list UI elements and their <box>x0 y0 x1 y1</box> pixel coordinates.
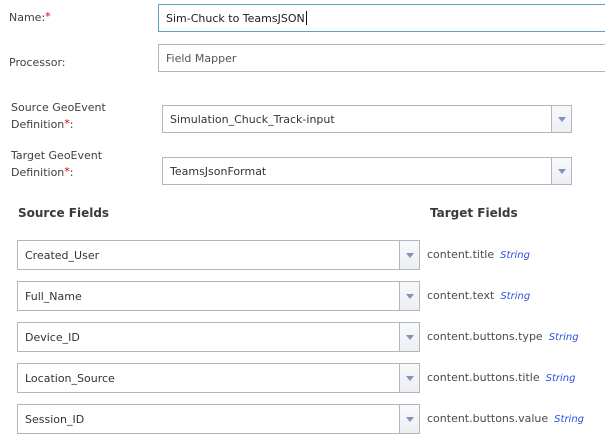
source-geoevent-definition-dropdown[interactable]: Simulation_Chuck_Track-input <box>162 105 572 133</box>
dropdown-value: Device_ID <box>25 330 80 344</box>
chevron-down-icon <box>405 293 414 299</box>
target-field-type: String <box>500 291 531 302</box>
chevron-down-icon <box>557 168 566 174</box>
target-field-type: String <box>554 414 585 425</box>
source-field-dropdown[interactable]: Device_ID <box>17 322 420 352</box>
target-field-label: content.buttons.type String <box>427 329 579 346</box>
chevron-down-icon <box>405 416 414 422</box>
source-geoevent-definition-label: Source GeoEvent Definition*: <box>11 99 106 133</box>
source-def-label-line2: Definition <box>11 118 65 131</box>
target-fields-header: Target Fields <box>430 206 518 220</box>
target-field-label: content.buttons.value String <box>427 411 584 428</box>
dropdown-arrow-button[interactable] <box>551 106 571 132</box>
dropdown-arrow-button[interactable] <box>399 364 419 392</box>
target-field-type: String <box>545 373 576 384</box>
chevron-down-icon <box>557 116 566 122</box>
target-field-name: content.title <box>427 248 495 261</box>
target-field-name: content.buttons.value <box>427 412 549 425</box>
target-geoevent-definition-dropdown[interactable]: TeamsJsonFormat <box>162 157 572 185</box>
dropdown-arrow-button[interactable] <box>399 241 419 269</box>
dropdown-value: Simulation_Chuck_Track-input <box>170 112 335 126</box>
chevron-down-icon <box>405 375 414 381</box>
processor-label-text: Processor: <box>9 56 66 69</box>
dropdown-arrow-button[interactable] <box>551 158 571 184</box>
processor-input-value: Field Mapper <box>166 51 237 65</box>
source-field-dropdown[interactable]: Location_Source <box>17 363 420 393</box>
required-asterisk: * <box>64 165 70 178</box>
target-field-type: String <box>548 332 579 343</box>
target-field-name: content.buttons.title <box>427 371 540 384</box>
dropdown-arrow-button[interactable] <box>399 323 419 351</box>
chevron-down-icon <box>405 334 414 340</box>
source-def-label-line1: Source GeoEvent <box>11 101 106 114</box>
text-caret <box>305 11 307 25</box>
target-geoevent-definition-label: Target GeoEvent Definition*: <box>11 147 102 181</box>
target-def-label-line2: Definition <box>11 166 65 179</box>
dropdown-value: Created_User <box>25 248 100 262</box>
source-field-dropdown[interactable]: Session_ID <box>17 404 420 434</box>
dropdown-value: Location_Source <box>25 371 115 385</box>
processor-input: Field Mapper <box>158 44 605 72</box>
target-field-name: content.text <box>427 289 495 302</box>
target-def-label-line1: Target GeoEvent <box>11 149 103 162</box>
source-fields-header: Source Fields <box>18 206 110 220</box>
label-colon: : <box>69 166 74 179</box>
name-label-text: Name: <box>9 11 46 24</box>
dropdown-arrow-button[interactable] <box>399 282 419 310</box>
required-asterisk: * <box>45 10 51 23</box>
dropdown-value: TeamsJsonFormat <box>170 164 267 178</box>
target-field-label: content.text String <box>427 288 530 305</box>
name-input-value: Sim-Chuck to TeamsJSON <box>166 11 305 25</box>
required-asterisk: * <box>64 117 70 130</box>
chevron-down-icon <box>405 252 414 258</box>
target-field-label: content.buttons.title String <box>427 370 575 387</box>
source-field-dropdown[interactable]: Created_User <box>17 240 420 270</box>
name-input[interactable]: Sim-Chuck to TeamsJSON <box>158 4 605 32</box>
processor-label: Processor: <box>9 54 66 71</box>
dropdown-value: Full_Name <box>25 289 82 303</box>
target-field-type: String <box>500 250 530 261</box>
dropdown-value: Session_ID <box>25 412 85 426</box>
label-colon: : <box>69 118 74 131</box>
target-field-label: content.title String <box>427 247 530 264</box>
name-label: Name:* <box>9 9 51 26</box>
source-field-dropdown[interactable]: Full_Name <box>17 281 420 311</box>
target-field-name: content.buttons.type <box>427 330 543 343</box>
dropdown-arrow-button[interactable] <box>399 405 419 433</box>
